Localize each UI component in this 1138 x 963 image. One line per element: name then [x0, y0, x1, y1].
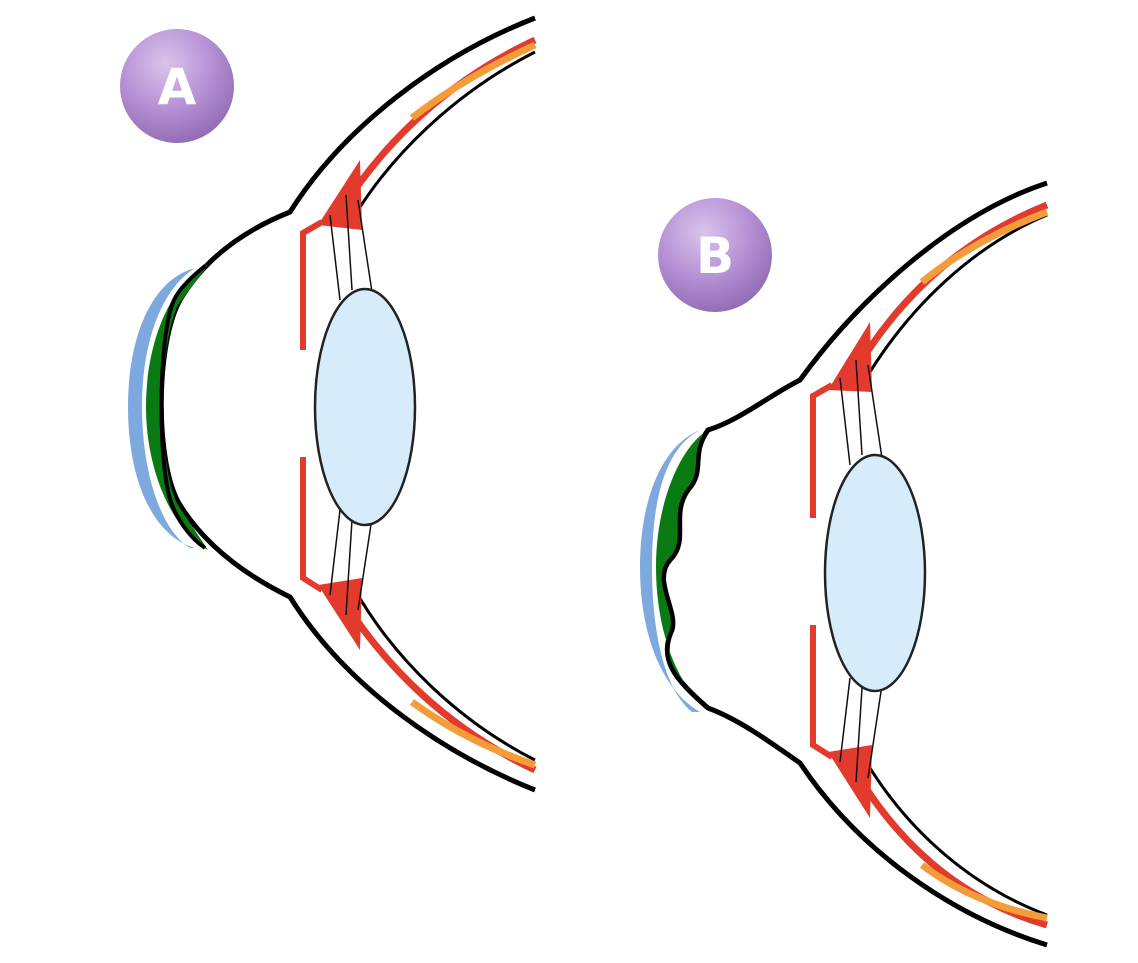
- panel-a-ciliary-upper: [318, 160, 362, 230]
- panel-b-retina-upper: [922, 212, 1047, 282]
- panel-b-ciliary-upper: [828, 322, 872, 392]
- panel-a-retina-upper: [412, 45, 535, 118]
- badge-a: A: [120, 29, 234, 143]
- panel-a-iris-lower: [303, 457, 322, 590]
- badge-b: B: [658, 198, 772, 312]
- panel-a-lens: [315, 289, 415, 525]
- panel-a-inner-outline-lower: [355, 590, 535, 760]
- badge-a-label: A: [158, 58, 197, 116]
- panel-a-iris-upper: [303, 222, 322, 350]
- panel-a-ciliary-lower: [318, 578, 362, 650]
- panel-b-iris-upper: [813, 385, 832, 518]
- panel-b-inner-outline-lower: [865, 760, 1047, 915]
- panel-a-inner-outline: [355, 52, 535, 215]
- panel-b-inner-outline: [865, 215, 1047, 380]
- badge-b-label: B: [696, 227, 734, 285]
- panel-b-lens: [825, 455, 925, 691]
- panel-b-iris-lower: [813, 625, 832, 757]
